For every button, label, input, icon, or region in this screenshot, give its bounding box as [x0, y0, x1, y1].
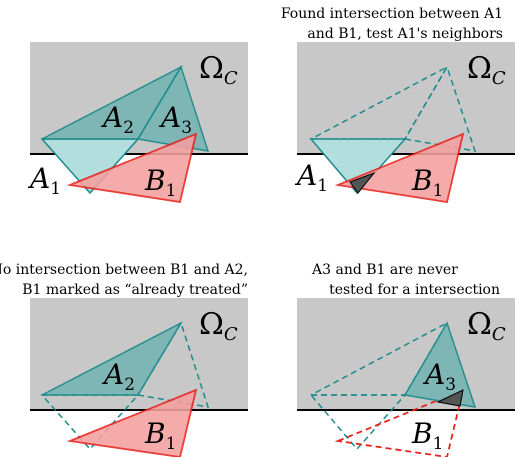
intersection-a3-b1	[436, 389, 464, 407]
a1-label: A1	[27, 162, 61, 199]
a3-label: A3	[422, 358, 456, 395]
a2-label: A2	[101, 358, 135, 395]
b1-label: B1	[411, 417, 443, 454]
omega-label: ΩC	[199, 307, 238, 345]
panel-4: A3 and B1 are never tested for a interse…	[297, 262, 515, 457]
b1-label: B1	[411, 164, 443, 201]
triangle-b1	[334, 132, 465, 204]
triangle-a1-dashed	[309, 394, 407, 451]
caption-panel-4-line-1: A3 and B1 are never	[311, 262, 458, 278]
omega-label: ΩC	[467, 307, 506, 345]
a2-label: A2	[100, 101, 134, 138]
b1-label: B1	[144, 417, 176, 454]
caption-panel-3-line-1: No intersection between B1 and A2,	[0, 262, 248, 278]
b1-label: B1	[144, 164, 176, 201]
triangle-a1-dashed	[40, 394, 140, 451]
domain-omega-c	[297, 298, 515, 410]
caption-panel-2-line-2: and B1, test A1's neighbors	[307, 26, 503, 42]
triangle-a2	[41, 321, 183, 396]
caption-panel-4-line-2: tested for a intersection	[329, 282, 500, 298]
domain-omega-c	[297, 42, 515, 154]
intersection-a1-b1	[349, 171, 376, 194]
a1-label: A1	[294, 159, 328, 196]
omega-label: ΩC	[467, 51, 506, 89]
caption-panel-2-line-1: Found intersection between A1	[281, 6, 503, 22]
panel-3: No intersection between B1 and A2, B1 ma…	[0, 262, 248, 457]
triangle-b1	[66, 388, 198, 457]
triangle-a1	[309, 138, 407, 195]
omega-label: ΩC	[199, 51, 238, 89]
panel-2: Found intersection between A1 and B1, te…	[281, 6, 515, 204]
caption-panel-3-line-2: B1 marked as “already treated”	[22, 282, 248, 298]
triangle-b1	[66, 132, 198, 204]
omega-c-combined: ΩC	[0, 0, 2, 1]
panel-1: ΩC A2 A3 A1 B1	[27, 42, 248, 204]
a3-label: A3	[158, 101, 192, 138]
